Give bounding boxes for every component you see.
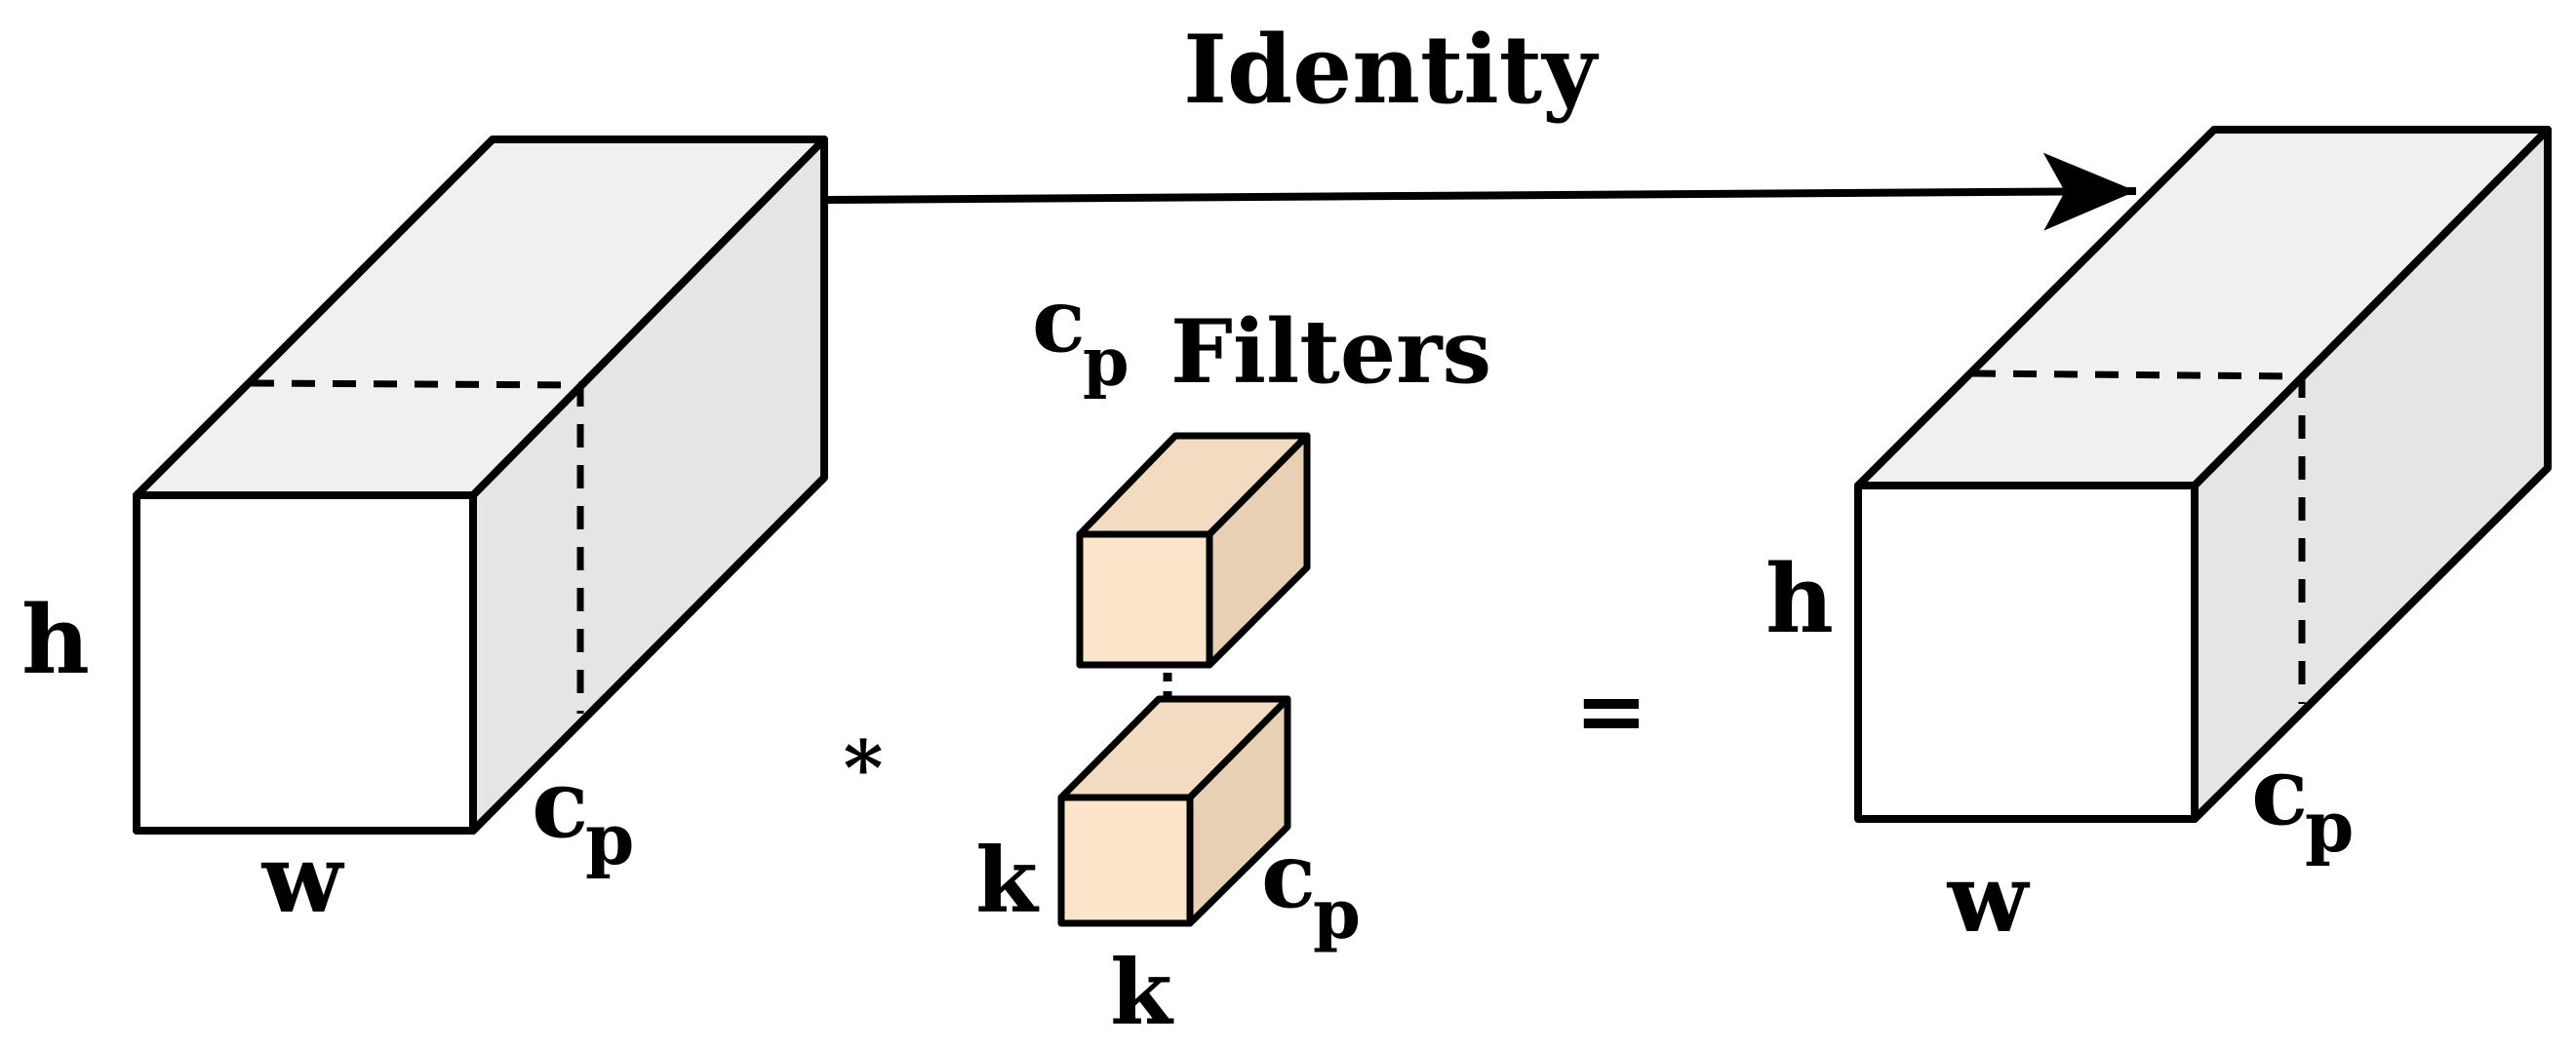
convolution-operator: * bbox=[844, 724, 884, 813]
equals-operator: = bbox=[1574, 659, 1647, 762]
left-width-label: w bbox=[261, 824, 345, 934]
left-depth-label: c bbox=[532, 749, 588, 859]
right-height-label: h bbox=[1765, 544, 1834, 654]
right-tensor-dashed-edge bbox=[1971, 369, 2306, 704]
filters-title-sub: p bbox=[1083, 324, 1129, 402]
left-tensor-front-face bbox=[133, 491, 477, 835]
filter-top-front-face bbox=[1076, 530, 1213, 669]
right-depth-subscript: p bbox=[2305, 785, 2354, 868]
left-tensor-dashed-edge bbox=[250, 379, 584, 714]
filters-title-main: c bbox=[1032, 269, 1086, 372]
filter-cube-bottom bbox=[1057, 695, 1291, 927]
left-depth-subscript: p bbox=[585, 797, 634, 880]
identity-arrow bbox=[823, 152, 2137, 231]
right-width-label: w bbox=[1947, 843, 2031, 953]
right-depth-label: c bbox=[2251, 736, 2308, 846]
filter-depth-subscript: p bbox=[1313, 874, 1361, 954]
filter-bottom-front-face bbox=[1057, 794, 1194, 927]
right-output-tensor bbox=[1854, 126, 2552, 823]
left-height-label: h bbox=[21, 585, 90, 695]
filter-height-label: k bbox=[975, 828, 1040, 933]
filter-cube-top bbox=[1076, 432, 1311, 669]
identity-title: Identity bbox=[1183, 15, 1600, 125]
filters-title-suffix: Filters bbox=[1170, 300, 1491, 404]
left-input-tensor bbox=[133, 136, 828, 835]
filter-width-label: k bbox=[1110, 940, 1174, 1045]
right-tensor-front-face bbox=[1854, 482, 2199, 823]
filter-depth-label: c bbox=[1261, 823, 1316, 928]
filters-title: c p Filters bbox=[1032, 269, 1491, 407]
